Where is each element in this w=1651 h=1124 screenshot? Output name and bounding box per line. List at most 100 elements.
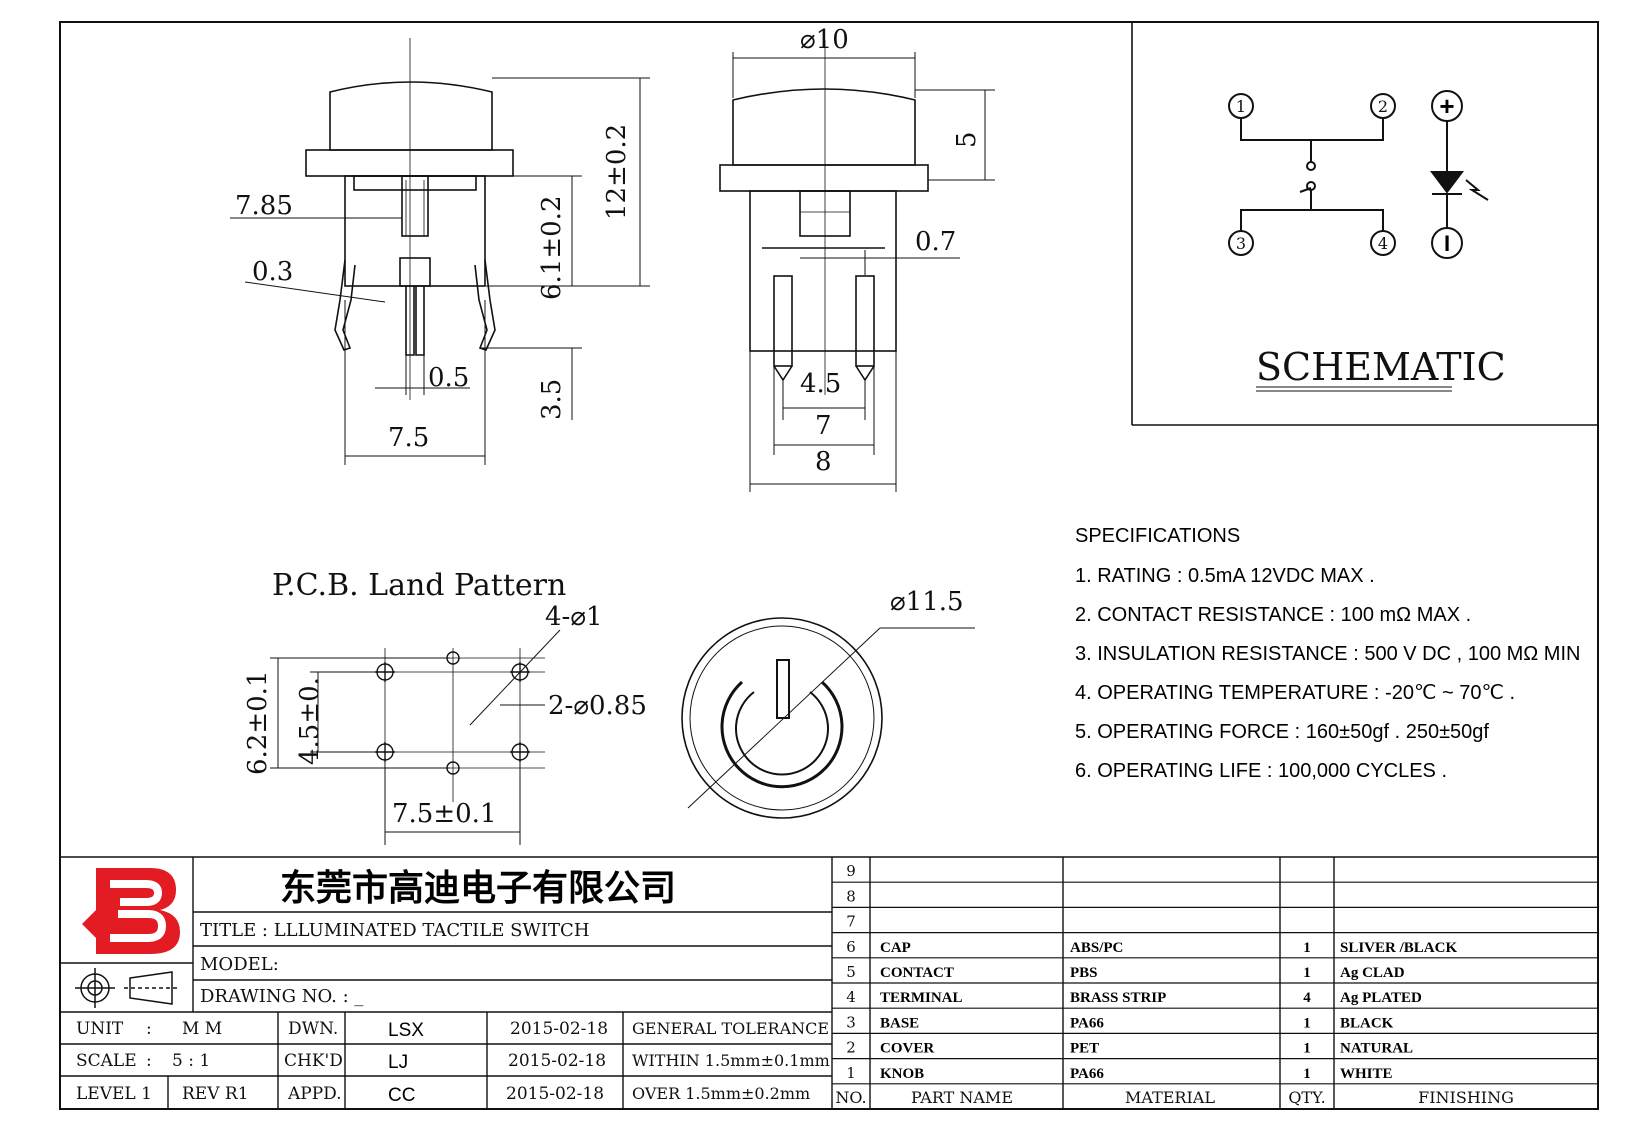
bom-finishing-cell: WHITE — [1340, 1066, 1393, 1082]
dim-4-dia-1: 4-⌀1 — [545, 602, 603, 632]
scale-sep: : — [146, 1051, 152, 1071]
bom-material-cell: PA66 — [1070, 1015, 1104, 1031]
bom-no-cell: 4 — [846, 988, 856, 1006]
pcb-dim-labels: 4-⌀1 2-⌀0.85 6.2±0.1 4.5±0. 7.5±0.1 — [243, 602, 647, 829]
drawing-title: TITLE : LLLUMINATED TACTILE SWITCH — [200, 920, 590, 941]
bom-header-finishing: FINISHING — [1418, 1088, 1514, 1107]
pcb-dims — [270, 629, 561, 845]
dim-12: 12±0.2 — [602, 124, 632, 220]
bom-finishing-cell: NATURAL — [1340, 1041, 1413, 1057]
appd-date: 2015-02-18 — [506, 1084, 604, 1104]
chk-name: LJ — [388, 1052, 408, 1073]
level: LEVEL 1 — [76, 1084, 152, 1104]
dim-3-5: 3.5 — [537, 379, 567, 420]
dim-dia-10: ⌀10 — [800, 25, 849, 55]
appd-label: APPD. — [287, 1084, 342, 1104]
pin-1: 1 — [1236, 97, 1246, 116]
dim-7-85: 7.85 — [235, 191, 293, 221]
dim-6-1: 6.1±0.2 — [537, 196, 567, 300]
dwn-name: LSX — [388, 1020, 424, 1041]
bom-no-cell: 8 — [846, 887, 856, 905]
model-label: MODEL: — [200, 954, 279, 975]
bom-qty-cell: 1 — [1303, 1015, 1311, 1031]
bom-no-cell: 6 — [846, 938, 856, 956]
dwn-date: 2015-02-18 — [510, 1019, 608, 1039]
dim-0-7: 0.7 — [915, 227, 956, 257]
dim-4-5: 4.5 — [800, 369, 841, 399]
dim-7-5: 7.5 — [388, 423, 429, 453]
dim-7-5-pcb: 7.5±0.1 — [392, 799, 496, 829]
bom-part-cell: TERMINAL — [880, 990, 963, 1006]
bom-material-cell: BRASS STRIP — [1070, 990, 1166, 1006]
bom-no-cell: 2 — [846, 1039, 856, 1057]
spec-item: 3. INSULATION RESISTANCE : 500 V DC , 10… — [1075, 643, 1580, 665]
unit-label: UNIT — [76, 1019, 124, 1039]
pcb-title: P.C.B. Land Pattern — [272, 568, 566, 603]
bom-finishing-cell: SLIVER /BLACK — [1340, 940, 1457, 956]
led-plus-label: + — [1439, 91, 1454, 121]
tolerance-heading: GENERAL TOLERANCE — [632, 1019, 829, 1038]
dim-4-5-pcb: 4.5±0. — [295, 677, 325, 765]
bom-material-cell: PA66 — [1070, 1066, 1104, 1082]
spec-item: 5. OPERATING FORCE : 160±50gf . 250±50gf — [1075, 721, 1489, 743]
side-view — [305, 38, 514, 400]
bom-material-cell: PET — [1070, 1041, 1099, 1057]
dim-8: 8 — [815, 447, 832, 477]
bom-header-no: NO. — [835, 1088, 866, 1107]
schematic-title: SCHEMATIC — [1256, 345, 1506, 389]
front-view — [719, 40, 929, 395]
dim-0-5: 0.5 — [428, 363, 469, 393]
spec-item: 1. RATING : 0.5mA 12VDC MAX . — [1075, 565, 1375, 587]
bom-part-cell: KNOB — [880, 1066, 924, 1082]
bom-part-cell: COVER — [880, 1041, 934, 1057]
front-dims — [732, 52, 995, 492]
unit-value: M M — [182, 1019, 222, 1039]
bom-no-cell: 3 — [846, 1013, 856, 1031]
dim-2-dia-0-85: 2-⌀0.85 — [548, 691, 647, 721]
drawing-frame — [59, 21, 1599, 1110]
tolerance-over: OVER 1.5mm±0.2mm — [632, 1084, 810, 1103]
top-view — [681, 617, 975, 819]
schematic-panel: 1 2 3 4 + I SCHEMATIC — [1131, 22, 1598, 426]
spec-item: 4. OPERATING TEMPERATURE : -20℃ ~ 70℃ . — [1075, 682, 1515, 704]
title-block — [60, 856, 1598, 1109]
bom-header-material: MATERIAL — [1125, 1088, 1215, 1107]
unit-sep: : — [146, 1019, 152, 1039]
drawing-no: DRAWING NO. : _ — [200, 986, 363, 1007]
dim-5: 5 — [952, 131, 982, 148]
led-minus-label: I — [1444, 231, 1450, 256]
pin-4: 4 — [1378, 234, 1388, 253]
pin-3: 3 — [1236, 234, 1246, 253]
projection-symbol — [75, 968, 178, 1008]
spec-heading: SPECIFICATIONS — [1075, 525, 1240, 547]
bom-part-cell: CAP — [880, 940, 911, 956]
appd-name: CC — [388, 1085, 415, 1106]
bom-finishing-cell: BLACK — [1340, 1015, 1394, 1031]
spec-item: 6. OPERATING LIFE : 100,000 CYCLES . — [1075, 760, 1447, 782]
company-name: 东莞市高迪电子有限公司 — [280, 868, 676, 908]
bom-qty-cell: 1 — [1303, 1066, 1311, 1082]
bom-qty-cell: 1 — [1303, 1041, 1311, 1057]
chk-label: CHK'D — [284, 1051, 343, 1071]
bom-header-qty: QTY. — [1288, 1088, 1325, 1107]
scale-value: 5 : 1 — [172, 1051, 210, 1071]
company-logo — [82, 868, 180, 954]
side-dim-labels: 7.85 0.3 0.5 7.5 12±0.2 6.1±0.2 3.5 — [235, 124, 632, 453]
bom-qty-cell: 1 — [1303, 965, 1311, 981]
bom-no-cell: 7 — [846, 913, 856, 931]
specifications: SPECIFICATIONS 1. RATING : 0.5mA 12VDC M… — [1075, 525, 1580, 782]
bom-material-cell: PBS — [1070, 965, 1098, 981]
bom-finishing-cell: Ag CLAD — [1340, 965, 1405, 981]
bom-header-part: PART NAME — [911, 1088, 1013, 1107]
bom-no-cell: 5 — [846, 963, 856, 981]
bom-material-cell: ABS/PC — [1070, 940, 1123, 956]
bom-no-cell: 1 — [846, 1064, 856, 1082]
bom-part-cell: BASE — [880, 1015, 919, 1031]
dim-dia-11-5: ⌀11.5 — [890, 587, 964, 617]
bom-qty-cell: 4 — [1303, 990, 1311, 1006]
tolerance-within: WITHIN 1.5mm±0.1mm — [632, 1051, 830, 1070]
dim-7: 7 — [815, 411, 832, 441]
bom-qty-cell: 1 — [1303, 940, 1311, 956]
